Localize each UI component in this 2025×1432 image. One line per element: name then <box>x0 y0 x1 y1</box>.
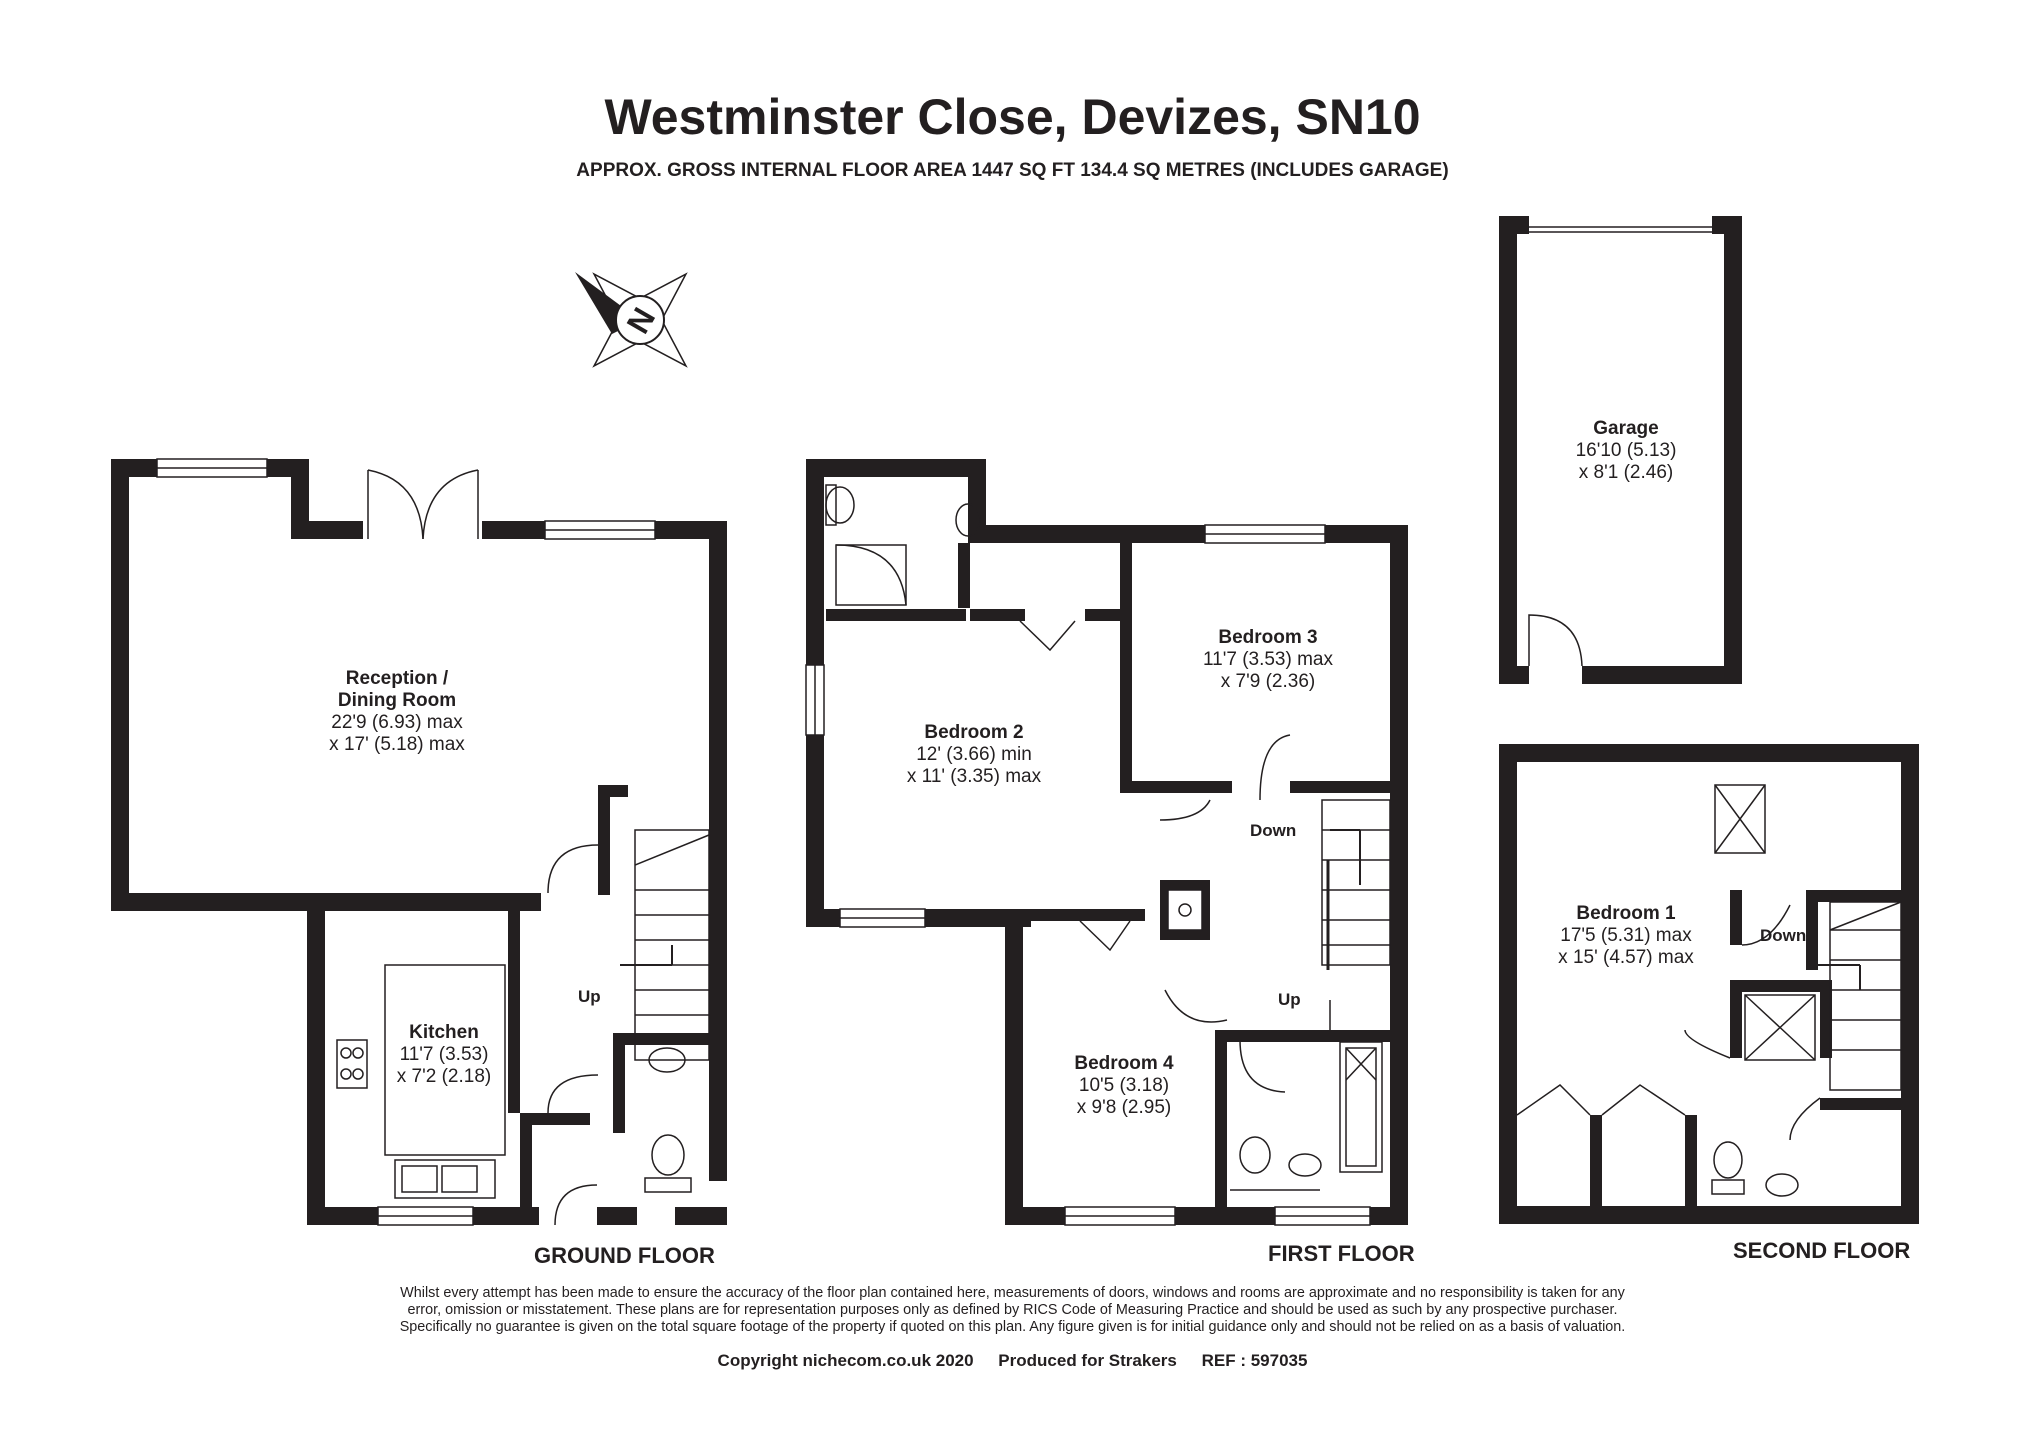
room-name: Kitchen <box>409 1022 479 1043</box>
stairs-up-label: Up <box>1278 990 1301 1009</box>
room-dimensions: 17'5 (5.31) max <box>1560 925 1692 946</box>
room-dimensions: 22'9 (6.93) max <box>331 712 463 733</box>
room-label-bedroom-2: Bedroom 2 12' (3.66) min x 11' (3.35) ma… <box>907 722 1041 788</box>
room-label-kitchen: Kitchen 11'7 (3.53) x 7'2 (2.18) <box>397 1022 491 1088</box>
room-label-bedroom-4: Bedroom 4 10'5 (3.18) x 9'8 (2.95) <box>1074 1053 1173 1119</box>
room-label-bedroom-3: Bedroom 3 11'7 (3.53) max x 7'9 (2.36) <box>1203 627 1333 693</box>
page-title: Westminster Close, Devizes, SN10 <box>604 89 1421 145</box>
room-label-bedroom-1: Bedroom 1 17'5 (5.31) max x 15' (4.57) m… <box>1558 903 1694 969</box>
disclaimer-line: Specifically no guarantee is given on th… <box>399 1319 1626 1335</box>
disclaimer: Whilst every attempt has been made to en… <box>280 1285 1745 1336</box>
stairs-up-label: Up <box>578 987 601 1006</box>
room-name: Bedroom 1 <box>1576 903 1676 924</box>
floor-area-subtitle: APPROX. GROSS INTERNAL FLOOR AREA 1447 S… <box>576 160 1449 181</box>
room-dimensions: 11'7 (3.53) <box>399 1044 489 1065</box>
room-name: Bedroom 4 <box>1074 1053 1174 1074</box>
reference-number: REF : 597035 <box>1201 1351 1308 1370</box>
floor-label-ground: GROUND FLOOR <box>534 1243 715 1268</box>
garage-plan <box>1499 216 1742 684</box>
stairs-down-label: Down <box>1250 821 1297 840</box>
second-floor-plan <box>1499 744 1919 1224</box>
room-dimensions: x 17' (5.18) max <box>329 734 465 755</box>
floor-label-first: FIRST FLOOR <box>1268 1241 1415 1266</box>
room-dimensions: x 9'8 (2.95) <box>1076 1097 1172 1118</box>
room-name: Dining Room <box>337 690 457 711</box>
room-dimensions: x 15' (4.57) max <box>1558 947 1694 968</box>
produced-for-text: Produced for Strakers <box>998 1351 1177 1370</box>
room-dimensions: 12' (3.66) min <box>916 744 1032 765</box>
stairs-down-label: Down <box>1760 926 1807 945</box>
room-label-reception: Reception / Dining Room 22'9 (6.93) max … <box>329 668 465 756</box>
room-label-garage: Garage 16'10 (5.13) x 8'1 (2.46) <box>1576 418 1677 484</box>
disclaimer-line: error, omission or misstatement. These p… <box>407 1302 1618 1318</box>
room-dimensions: 11'7 (3.53) max <box>1202 649 1334 670</box>
copyright-text: Copyright nichecom.co.uk 2020 <box>717 1351 974 1370</box>
room-dimensions: x 11' (3.35) max <box>906 766 1042 787</box>
footer: Copyright nichecom.co.uk 2020 Produced f… <box>0 1351 2025 1371</box>
room-dimensions: 10'5 (3.18) <box>1078 1075 1170 1096</box>
room-name: Bedroom 3 <box>1218 627 1318 648</box>
room-dimensions: 16'10 (5.13) <box>1575 440 1677 461</box>
room-dimensions: x 8'1 (2.46) <box>1578 462 1674 483</box>
room-dimensions: x 7'9 (2.36) <box>1220 671 1316 692</box>
room-name: Reception / <box>345 668 449 689</box>
room-name: Garage <box>1593 418 1659 439</box>
compass-icon: N <box>575 272 688 368</box>
disclaimer-line: Whilst every attempt has been made to en… <box>400 1285 1625 1301</box>
room-dimensions: x 7'2 (2.18) <box>396 1066 492 1087</box>
first-floor-plan <box>806 459 1408 1225</box>
floor-label-second: SECOND FLOOR <box>1733 1238 1911 1263</box>
room-name: Bedroom 2 <box>924 722 1024 743</box>
